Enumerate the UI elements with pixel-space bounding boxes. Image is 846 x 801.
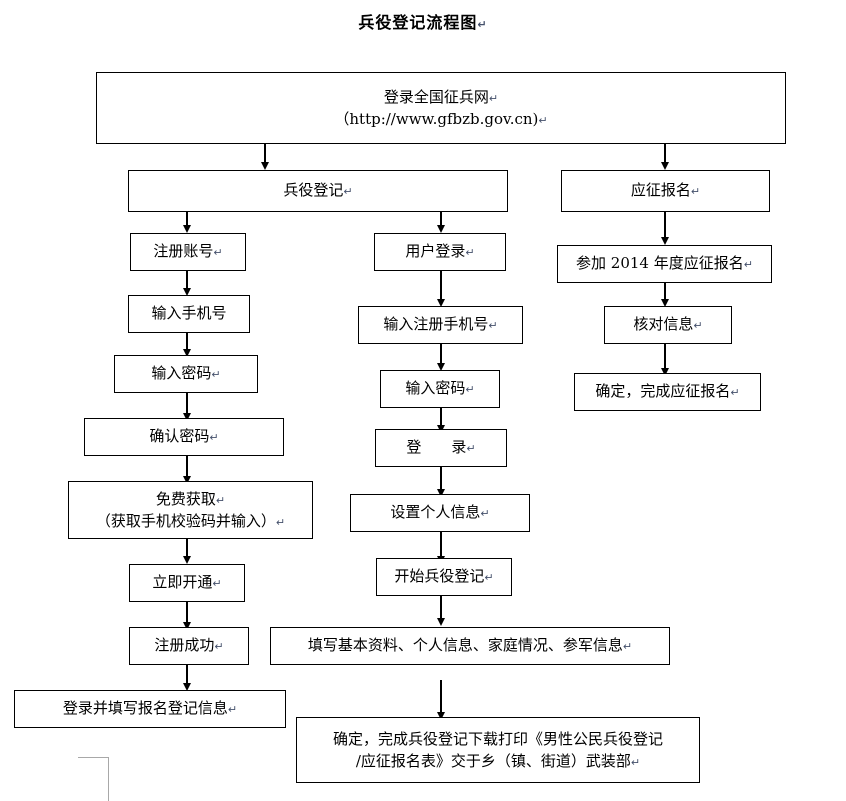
paragraph-mark: ↵	[211, 368, 221, 382]
node-register-account[interactable]: 注册账号↵	[130, 233, 246, 271]
node-user-login[interactable]: 用户登录↵	[374, 233, 506, 271]
node-login-and-fill[interactable]: 登录并填写报名登记信息↵	[14, 690, 286, 728]
node-confirm-password[interactable]: 确认密码↵	[84, 418, 284, 456]
paragraph-mark: ↵	[480, 507, 490, 521]
node-confirm-apply[interactable]: 确定，完成应征报名↵	[574, 373, 761, 411]
node-yingzheng-baoming[interactable]: 应征报名↵	[561, 170, 770, 212]
paragraph-mark: ↵	[209, 431, 219, 445]
paragraph-mark: ↵	[488, 91, 499, 105]
node-login-button[interactable]: 登 录↵	[375, 429, 507, 467]
paragraph-mark: ↵	[213, 246, 223, 260]
node-set-personal-info[interactable]: 设置个人信息↵	[350, 494, 530, 532]
node-portal-line2: （http://www.gfbzb.gov.cn)	[334, 110, 539, 128]
node-bingyi-dengji[interactable]: 兵役登记↵	[128, 170, 508, 212]
paragraph-mark: ↵	[622, 640, 633, 654]
paragraph-mark: ↵	[227, 703, 238, 717]
paragraph-mark: ↵	[538, 114, 548, 127]
paragraph-mark: ↵	[466, 442, 476, 456]
paragraph-mark: ↵	[214, 640, 224, 654]
paragraph-mark: ↵	[743, 258, 753, 272]
node-portal-line1: 登录全国征兵网	[383, 87, 489, 106]
node-input-password[interactable]: 输入密码↵	[114, 355, 258, 393]
node-input-phone[interactable]: 输入手机号	[128, 295, 250, 333]
node-input-registered-phone[interactable]: 输入注册手机号↵	[358, 306, 523, 344]
partial-box-outline	[78, 757, 109, 801]
node-open-now[interactable]: 立即开通↵	[129, 564, 245, 602]
paragraph-mark: ↵	[477, 18, 488, 31]
page-title: 兵役登记流程图↵	[358, 13, 488, 32]
paragraph-mark: ↵	[690, 185, 701, 199]
paragraph-mark: ↵	[693, 319, 703, 333]
node-final-confirm[interactable]: 确定，完成兵役登记下载打印《男性公民兵役登记 /应征报名表》交于乡（镇、街道）武…	[296, 717, 700, 783]
paragraph-mark: ↵	[275, 516, 286, 529]
paragraph-mark: ↵	[488, 319, 498, 333]
paragraph-mark: ↵	[730, 386, 740, 400]
paragraph-mark: ↵	[484, 571, 494, 585]
node-start-registration[interactable]: 开始兵役登记↵	[376, 558, 512, 596]
node-input-password-2[interactable]: 输入密码↵	[380, 370, 500, 408]
paragraph-mark: ↵	[465, 383, 475, 397]
paragraph-mark: ↵	[212, 577, 222, 591]
node-register-success[interactable]: 注册成功↵	[129, 627, 249, 665]
paragraph-mark: ↵	[465, 246, 475, 260]
node-fill-basic-info[interactable]: 填写基本资料、个人信息、家庭情况、参军信息↵	[270, 627, 670, 665]
node-free-get-code[interactable]: 免费获取↵ （获取手机校验码并输入）↵	[68, 481, 313, 539]
node-verify-info[interactable]: 核对信息↵	[604, 306, 732, 344]
node-portal[interactable]: 登录全国征兵网↵ （http://www.gfbzb.gov.cn)↵	[96, 72, 786, 144]
paragraph-mark: ↵	[343, 185, 353, 199]
paragraph-mark: ↵	[215, 493, 226, 507]
node-join-2014[interactable]: 参加 2014 年度应征报名↵	[557, 245, 772, 283]
paragraph-mark: ↵	[630, 756, 641, 769]
